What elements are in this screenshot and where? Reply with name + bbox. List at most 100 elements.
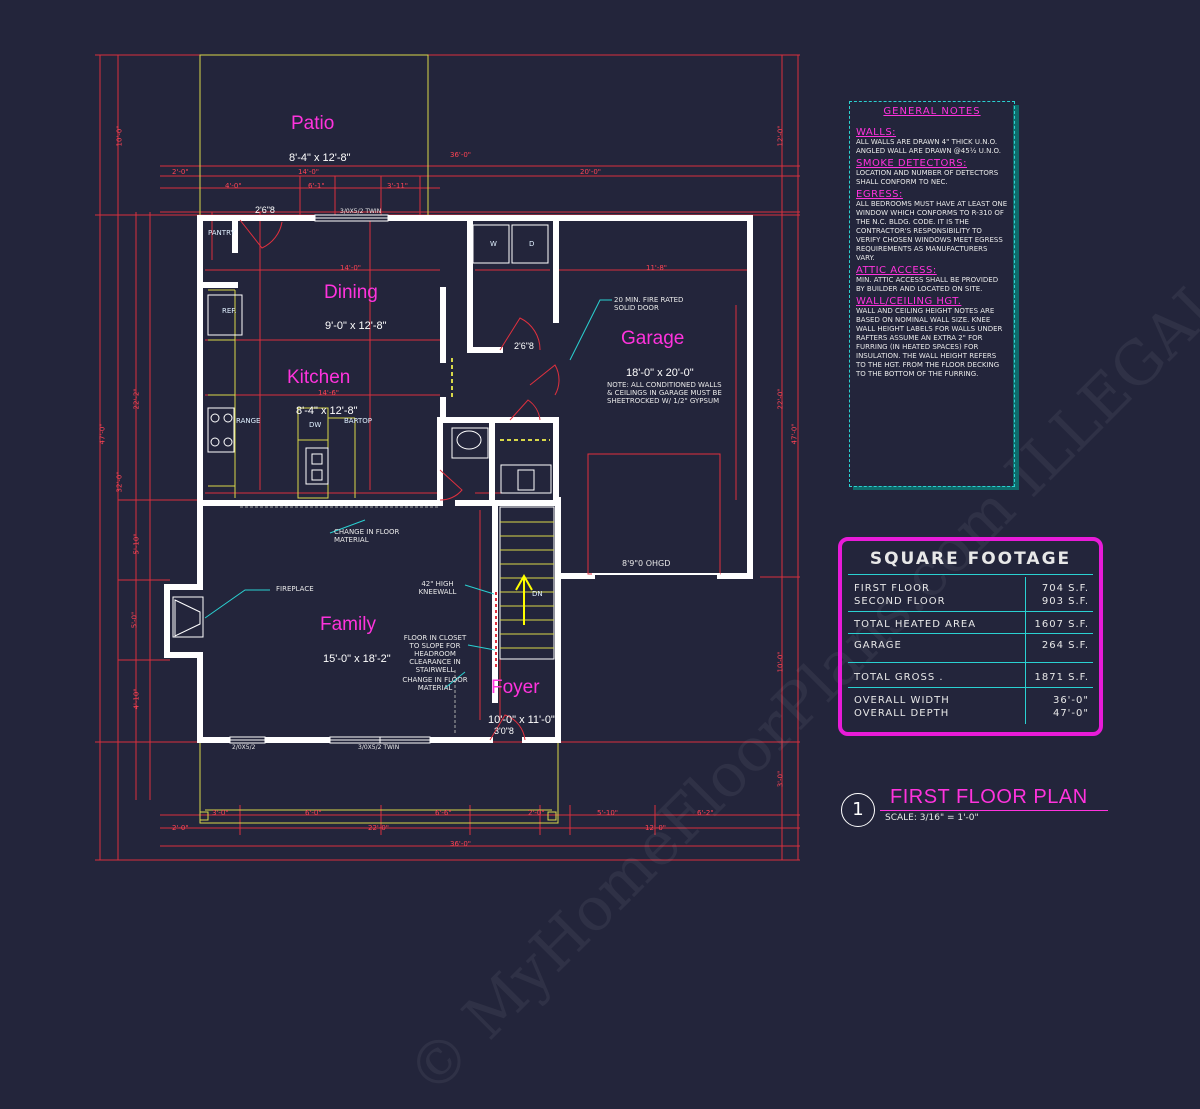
sqft-value-first-floor: 704 S.F. [1041, 583, 1089, 594]
dim-dining-width: 14'-0" [340, 264, 362, 272]
general-notes-title: GENERAL NOTES [883, 106, 981, 117]
table-divider [848, 687, 1093, 688]
label-window-bottom-mid: 3/0X5/2 TWIN [358, 744, 400, 751]
dim-top-a: 14'-0" [298, 168, 320, 176]
square-footage-title: SQUARE FOOTAGE [869, 549, 1072, 569]
notes-heading: WALLS: [856, 127, 897, 138]
dim-left-a: 32'-0" [115, 471, 124, 493]
label-dryer: D [529, 240, 535, 248]
sqft-value-overall-depth: 47'-0" [1052, 708, 1089, 719]
label-stair-dn: DN [532, 590, 543, 598]
sqft-label-overall-depth: OVERALL DEPTH [854, 708, 950, 719]
dashed-guides [451, 358, 550, 441]
dim-bottom-d: 6'-0" [305, 809, 322, 817]
notes-body: ALL BEDROOMS MUST HAVE AT LEAST ONE WIND… [856, 200, 1008, 262]
notes-heading: SMOKE DETECTORS: [856, 158, 967, 169]
notes-heading: ATTIC ACCESS: [856, 265, 937, 276]
dim-top-d: 6'-1" [308, 182, 325, 190]
walls [164, 215, 753, 743]
square-footage-table: SQUARE FOOTAGE FIRST FLOOR 704 S.F. SECO… [838, 537, 1103, 736]
room-label-family: Family [320, 614, 376, 635]
sqft-value-total-gross: 1871 S.F. [1034, 672, 1089, 683]
label-window-top: 3/0X5/2 TWIN [340, 208, 382, 215]
notes-section-wall-ceiling: WALL/CEILING HGT. WALL AND CEILING HEIGH… [856, 296, 1008, 379]
notes-body: MIN. ATTIC ACCESS SHALL BE PROVIDED BY B… [856, 276, 999, 293]
dim-left-f: 4'-10" [132, 688, 141, 710]
note-change-floor-1: CHANGE IN FLOOR MATERIAL [334, 528, 400, 544]
table-divider [848, 662, 1093, 663]
dim-left-d: 5'-0" [130, 611, 139, 629]
table-divider [848, 633, 1093, 634]
room-size-foyer: 10'-0" x 11'-0" [488, 714, 555, 726]
room-size-patio: 8'-4" x 12'-8" [289, 152, 351, 164]
dim-right-c: 10'-0" [776, 651, 785, 673]
notes-section-walls: WALLS: ALL WALLS ARE DRAWN 4" THICK U.N.… [856, 127, 1008, 156]
floor-change-lines [240, 506, 456, 735]
table-divider [848, 611, 1093, 612]
notes-shadow [1013, 105, 1019, 489]
room-label-patio: Patio [291, 113, 335, 134]
drawing-title: FIRST FLOOR PLAN [890, 786, 1088, 808]
label-door-foyer: 3'0"8 [494, 726, 514, 736]
door-swings [239, 219, 560, 741]
floor-plan-drawing [95, 54, 800, 861]
dim-top-b: 20'-0" [580, 168, 602, 176]
room-size-kitchen: 8'-4" x 12'-8" [296, 405, 358, 417]
notes-section-egress: EGRESS: ALL BEDROOMS MUST HAVE AT LEAST … [856, 189, 1008, 263]
label-door-laundry: 2'6"8 [514, 341, 534, 351]
drawing-scale: SCALE: 3/16" = 1'-0" [885, 813, 979, 823]
label-range: RANGE [236, 417, 261, 425]
note-closet-floor: FLOOR IN CLOSET TO SLOPE FOR HEADROOM CL… [403, 634, 467, 674]
drawing-title-underline [880, 810, 1108, 811]
notes-heading: EGRESS: [856, 189, 903, 200]
dim-left-b: 22'-2" [132, 388, 141, 410]
sqft-value-second-floor: 903 S.F. [1041, 596, 1089, 607]
dim-top-c: 4'-0" [225, 182, 242, 190]
label-garage-door: 8'9"0 OHGD [622, 559, 671, 568]
notes-body: LOCATION AND NUMBER OF DETECTORS SHALL C… [856, 169, 999, 186]
dim-left-overall: 47'-0" [98, 423, 107, 445]
sqft-label-first-floor: FIRST FLOOR [854, 583, 930, 594]
dim-top-overall: 36'-0" [450, 151, 472, 159]
garage-door [587, 453, 721, 575]
room-size-family: 15'-0" x 18'-2" [323, 653, 391, 665]
notes-body: WALL AND CEILING HEIGHT NOTES ARE BASED … [856, 307, 1003, 378]
windows [229, 214, 431, 744]
sqft-value-garage: 264 S.F. [1041, 640, 1089, 651]
notes-heading: WALL/CEILING HGT. [856, 296, 962, 307]
label-door-pantry: 2'6"8 [255, 205, 275, 215]
room-label-garage: Garage [621, 328, 685, 349]
fixtures [172, 224, 552, 638]
label-bartop: BARTOP [344, 417, 372, 425]
note-change-floor-2: CHANGE IN FLOOR MATERIAL [402, 676, 468, 692]
label-window-bottom-left: 2/0X5/2 [232, 744, 256, 751]
dim-bottom-left: 2'-0" [172, 824, 189, 832]
dim-bottom-f: 2'-0" [528, 809, 545, 817]
sqft-label-garage: GARAGE [854, 640, 902, 651]
room-size-garage: 18'-0" x 20'-0" [626, 367, 694, 379]
room-label-kitchen: Kitchen [287, 367, 351, 388]
dim-left-e: 5'-10" [132, 533, 141, 555]
note-fire-door: 20 MIN. FIRE RATED SOLID DOOR [614, 296, 684, 312]
drawing-number-circle: 1 [841, 793, 875, 827]
dim-top-e: 3'-11" [387, 182, 409, 190]
dim-right-overall: 47'-0" [790, 423, 799, 445]
dimension-lines [95, 54, 800, 861]
dim-right-a: 12'-0" [776, 125, 785, 147]
leader-lines [204, 299, 612, 689]
label-ref: REF. [222, 307, 237, 315]
patio-outline [199, 54, 559, 824]
sqft-label-second-floor: SECOND FLOOR [854, 596, 946, 607]
label-washer: W [490, 240, 497, 248]
notes-body: ALL WALLS ARE DRAWN 4" THICK U.N.O. ANGL… [856, 138, 1001, 155]
dim-right-b: 22'-0" [776, 388, 785, 410]
sqft-label-total-gross: TOTAL GROSS . [854, 672, 944, 683]
note-garage-walls: NOTE: ALL CONDITIONED WALLS & CEILINGS I… [607, 381, 722, 405]
dim-bottom-h: 6'-2" [697, 809, 714, 817]
room-size-dining: 9'-0" x 12'-8" [325, 320, 387, 332]
dim-kitchen-width: 14'-6" [318, 389, 340, 397]
label-fireplace: FIREPLACE [276, 585, 314, 593]
table-column-divider [1025, 577, 1026, 724]
label-pantry: PANTRY [208, 229, 235, 237]
dim-left-c: 10'-0" [115, 125, 124, 147]
